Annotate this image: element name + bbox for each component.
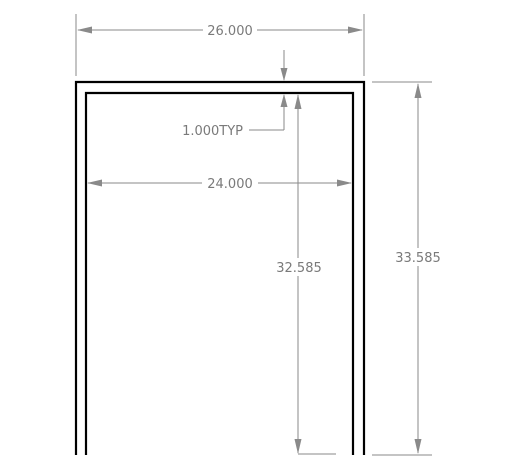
label-background <box>272 258 326 276</box>
frame-inner-outline <box>84 91 355 455</box>
label-background <box>391 248 445 266</box>
dimension-overall-height: 33.585 <box>372 81 445 456</box>
arrowhead-top <box>294 94 302 109</box>
arrowhead-bottom <box>414 439 422 454</box>
frame-outer-outline <box>74 80 366 455</box>
dimension-label-inner-width: 24.000 <box>207 177 253 192</box>
dimension-label-overall-width: 26.000 <box>207 24 253 39</box>
arrowhead-bottom <box>294 439 302 454</box>
arrowhead-top <box>414 83 422 98</box>
dimension-label-inner-height: 32.585 <box>276 261 322 276</box>
arrowhead-right <box>337 179 352 187</box>
dimension-inner-width: 24.000 <box>87 174 352 192</box>
arrowhead-bottom <box>280 94 288 107</box>
arrowhead-left <box>77 26 92 34</box>
dimension-inner-height: 32.585 <box>272 94 336 455</box>
arrowhead-top <box>280 68 288 81</box>
dimension-label-thickness: 1.000TYP <box>182 124 243 139</box>
label-background <box>203 21 257 39</box>
dimension-thickness: 1.000TYP <box>182 50 288 139</box>
arrowhead-left <box>87 179 102 187</box>
arrowhead-right <box>348 26 363 34</box>
label-background <box>202 174 258 192</box>
dimension-overall-width: 26.000 <box>75 14 365 76</box>
dimension-label-overall-height: 33.585 <box>395 251 441 266</box>
